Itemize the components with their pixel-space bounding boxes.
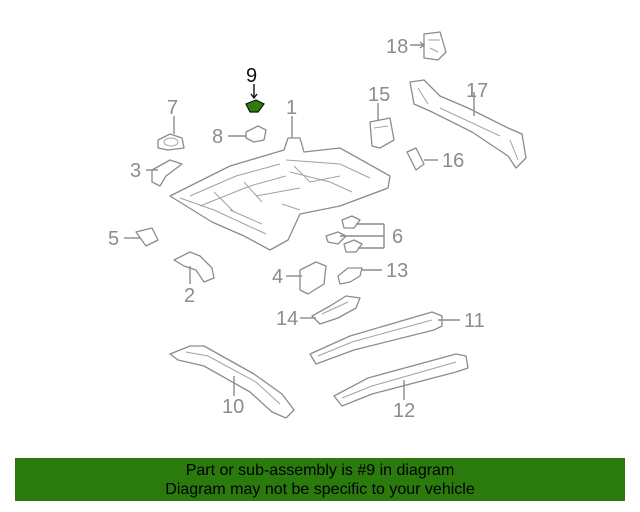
leader-lines [124,41,475,400]
part-8[interactable] [245,125,267,143]
callout-5: 5 [108,228,119,250]
callout-3: 3 [130,160,141,182]
callout-9: 9 [246,65,257,87]
part-5[interactable] [135,227,159,247]
callout-7: 7 [167,97,178,119]
callout-18: 18 [386,36,408,58]
part-6[interactable] [325,215,363,253]
callout-15: 15 [368,84,390,106]
part-16[interactable] [406,147,425,171]
callout-11: 11 [464,310,485,332]
callout-16: 16 [442,150,464,172]
part-4[interactable] [299,261,327,295]
part-11[interactable] [309,311,443,365]
parts-diagram: 18 17 15 16 9 7 8 1 3 6 5 2 4 13 14 11 1… [108,31,527,422]
callout-labels: 18 17 15 16 9 7 8 1 3 6 5 2 4 13 14 11 1… [108,36,488,422]
part-15[interactable] [369,117,395,149]
callout-2: 2 [184,285,195,307]
callout-1: 1 [286,97,297,119]
callout-14: 14 [276,308,298,330]
part-14[interactable] [311,295,361,325]
callout-6: 6 [392,226,403,248]
callout-4: 4 [272,266,283,288]
part-1[interactable] [169,137,391,251]
banner-line-2: Diagram may not be specific to your vehi… [165,481,475,498]
banner-line-1: Part or sub-assembly is #9 in diagram [185,462,455,479]
part-2[interactable] [173,251,215,283]
part-13[interactable] [337,267,363,285]
part-9[interactable] [245,99,265,113]
callout-12: 12 [393,400,415,422]
info-banner: Part or sub-assembly is #9 in diagram Di… [15,458,625,501]
part-10[interactable] [169,345,295,419]
callout-17: 17 [466,80,488,102]
part-18[interactable] [423,31,447,61]
part-7[interactable] [157,133,185,151]
part-12[interactable] [333,353,469,407]
part-3[interactable] [151,159,183,187]
part-17[interactable] [409,79,527,169]
callout-13: 13 [386,260,408,282]
callout-10: 10 [222,396,244,418]
callout-8: 8 [212,126,223,148]
